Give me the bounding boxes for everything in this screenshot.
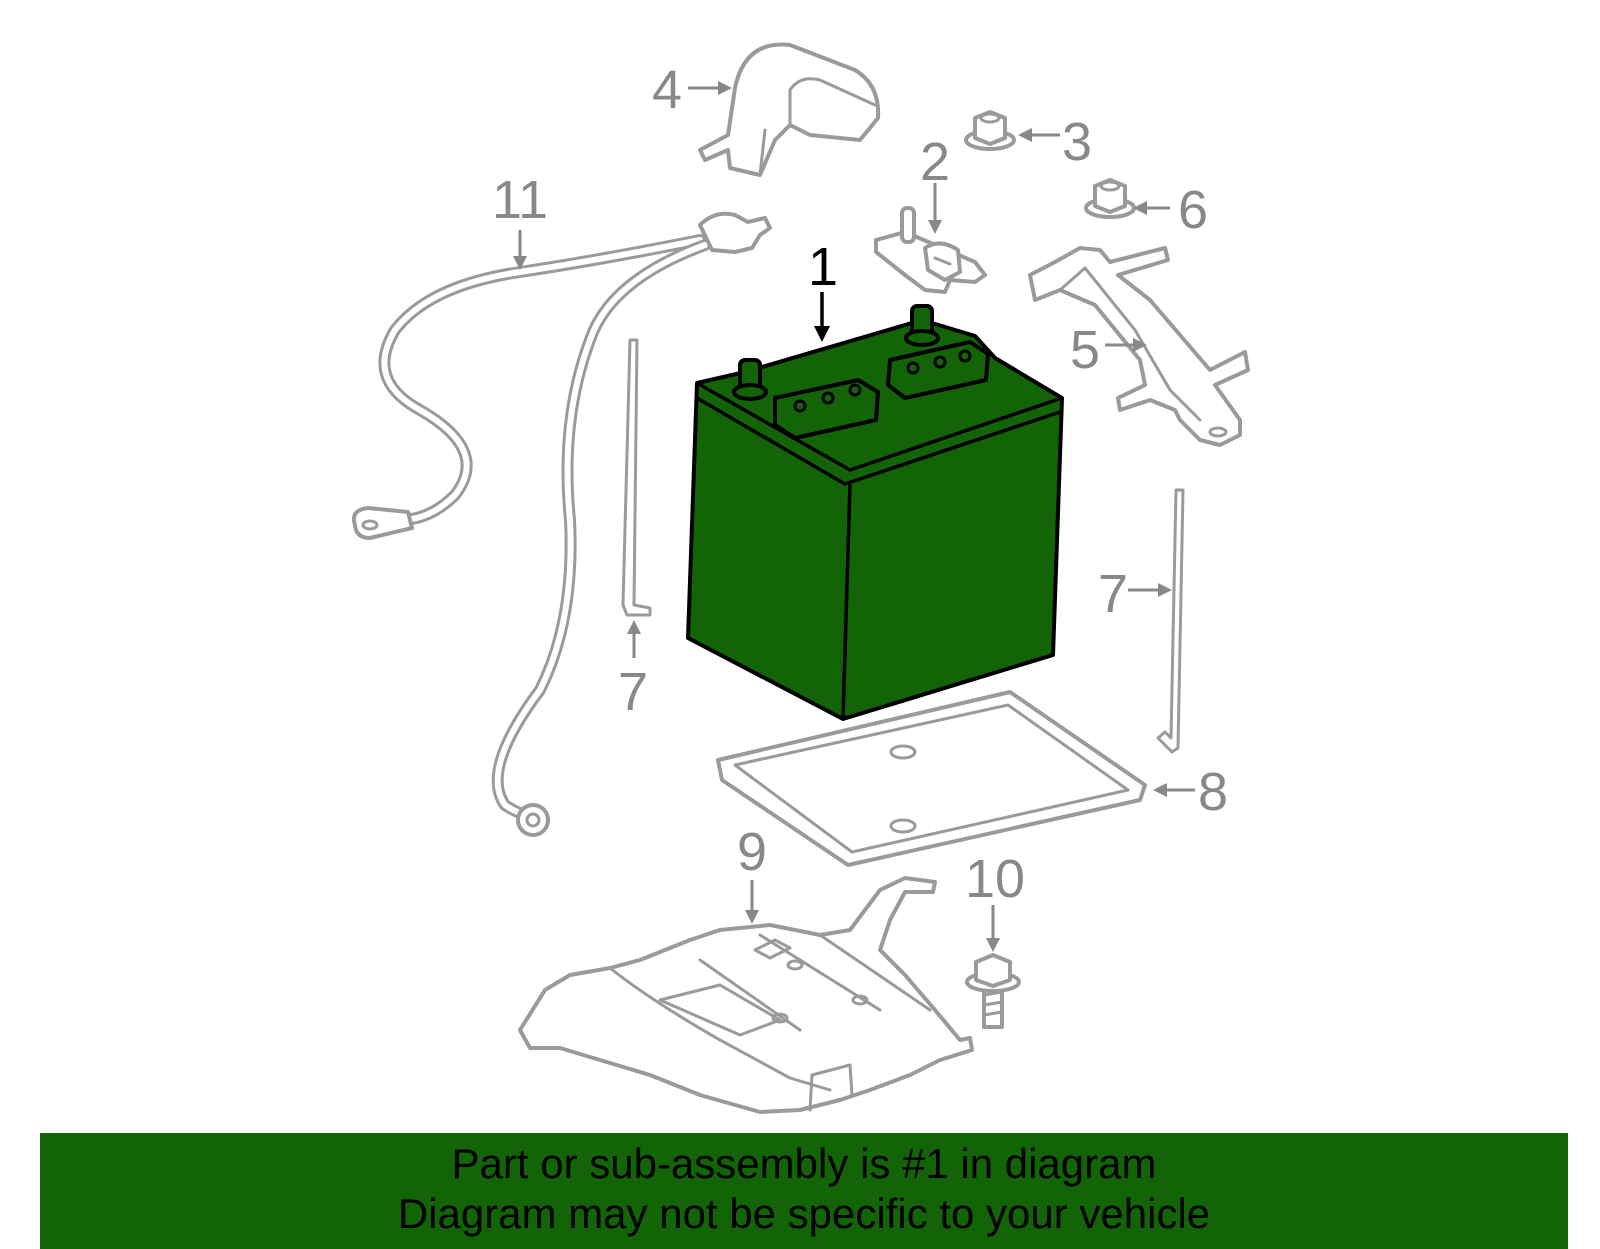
part-4-terminal-cover[interactable] bbox=[698, 42, 881, 177]
callout-2: 2 bbox=[920, 132, 950, 192]
callout-10: 10 bbox=[965, 849, 1025, 909]
part-6-nut[interactable] bbox=[1084, 178, 1136, 219]
part-2-terminal-clamp[interactable] bbox=[874, 206, 987, 294]
part-9-battery-carrier[interactable] bbox=[518, 876, 974, 1114]
callout-7-right: 7 bbox=[1098, 564, 1128, 624]
callout-4: 4 bbox=[652, 60, 682, 120]
part-8-battery-tray[interactable] bbox=[716, 690, 1147, 867]
disclaimer-banner: Part or sub-assembly is #1 in diagram Di… bbox=[40, 1133, 1568, 1249]
banner-line-1: Part or sub-assembly is #1 in diagram bbox=[451, 1140, 1157, 1187]
callout-5: 5 bbox=[1070, 320, 1100, 380]
callout-7-left: 7 bbox=[618, 662, 648, 722]
part-10-bolt[interactable] bbox=[965, 953, 1021, 1029]
callout-1: 1 bbox=[808, 237, 838, 297]
leader-arrows bbox=[513, 81, 1195, 952]
part-7-hold-down-rod-right[interactable] bbox=[1156, 488, 1185, 754]
part-1-battery[interactable] bbox=[686, 304, 1064, 721]
callout-labels: 1 2 3 4 5 6 7 7 8 9 10 11 bbox=[492, 60, 1228, 909]
callout-8: 8 bbox=[1198, 762, 1228, 822]
part-3-nut[interactable] bbox=[964, 110, 1016, 151]
callout-3: 3 bbox=[1062, 112, 1092, 172]
callout-9: 9 bbox=[737, 822, 767, 882]
part-11-battery-cable[interactable] bbox=[351, 211, 772, 837]
part-7-hold-down-rod-left[interactable] bbox=[621, 338, 652, 617]
callout-11: 11 bbox=[492, 170, 548, 230]
banner-line-2: Diagram may not be specific to your vehi… bbox=[397, 1190, 1211, 1237]
callout-6: 6 bbox=[1178, 180, 1208, 240]
